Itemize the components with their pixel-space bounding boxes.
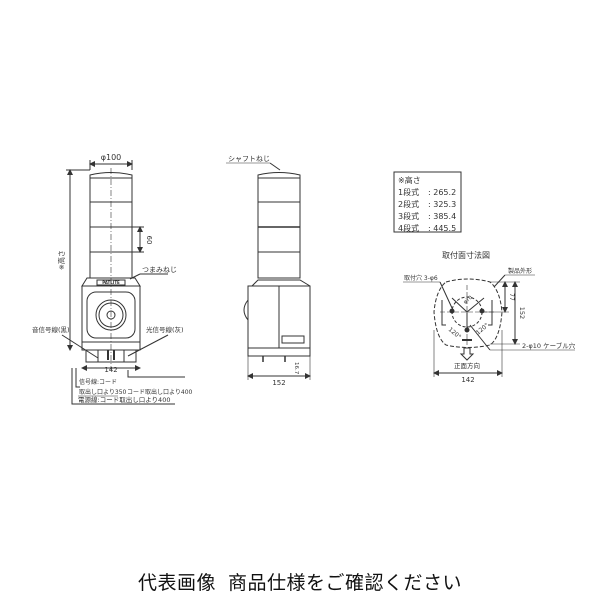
side-tower-body: [257, 177, 301, 279]
sound-wire-leader: [61, 334, 99, 359]
height-table-title: ※高さ: [398, 175, 421, 185]
height-row-4-value: : 445.5: [428, 224, 456, 233]
height-row-2-value: : 325.3: [428, 200, 456, 209]
spoke: [451, 297, 468, 313]
cable-leader: [469, 324, 491, 351]
brand-label: PATLITE: [102, 280, 120, 285]
mount-hole-leader: [439, 281, 453, 309]
height-row-1-tier: 1段式: [398, 187, 419, 197]
mount-view: [403, 274, 575, 377]
height-row-3-value: : 385.4: [428, 212, 456, 221]
cord-label: コード取出し口より400: [127, 388, 193, 396]
front-view: [61, 160, 185, 405]
cord-leader: [127, 370, 185, 378]
cable-hole-label: 2-φ10 ケーブル穴: [522, 341, 576, 350]
speaker-panel: [86, 291, 136, 339]
base-bottom: [85, 349, 137, 363]
front-direction-arrow-icon: [459, 347, 475, 361]
caption-representative-image: 代表画像: [137, 572, 216, 594]
power-cord-leader: [71, 368, 175, 405]
mount-height-label: 152: [518, 307, 526, 319]
knob-screw-label: つまみねじ: [142, 266, 177, 274]
pcd-label: φ70: [462, 295, 473, 306]
front-view-labels: φ100 ※高さ 60 つまみねじ PATLITE 音信号線(黒) 光信号線(灰…: [32, 153, 193, 404]
sound-signal-wire-label: 音信号線(黒): [32, 325, 70, 334]
diameter-label: φ100: [101, 153, 122, 162]
caption-check-specs: 商品仕様をご確認ください: [228, 572, 463, 594]
speaker-middle-ring: [98, 302, 124, 328]
shaft-screw-label: シャフトねじ: [228, 155, 270, 163]
side-view-labels: シャフトねじ 152 16.7: [228, 155, 299, 387]
front-direction-label: 正面方向: [454, 361, 480, 370]
power-wire-label: 電源線:コード取出し口より400: [78, 395, 170, 404]
light-signal-wire-label: 光信号線(灰): [146, 325, 184, 334]
mount-hole: [449, 308, 455, 314]
side-tower-cap: [257, 172, 301, 179]
base-width-label: 142: [104, 366, 117, 374]
outline-label: 製品外形: [508, 267, 532, 275]
height-row-4-tier: 4段式: [398, 223, 419, 233]
left-slot: [441, 300, 446, 326]
right-slot: [488, 300, 493, 326]
offset-label: 16.7: [293, 362, 299, 375]
speaker-center: [106, 310, 116, 320]
depth-label: 152: [272, 379, 285, 387]
height-table-box: [393, 171, 462, 233]
angle-left-label: 120°: [447, 326, 463, 341]
side-label-plate: [281, 335, 305, 344]
mount-hole: [464, 327, 470, 333]
signal-wire-label-line1: 信号線:コード: [79, 378, 117, 386]
mount-width-label: 142: [461, 376, 474, 384]
side-collar: [251, 279, 311, 287]
height-row-3-tier: 3段式: [398, 211, 419, 221]
caption: 代表画像商品仕様をご確認ください: [0, 568, 600, 595]
mount-holes-label: 取付穴 3-φ6: [404, 274, 438, 282]
mount-view-labels: 取付面寸法図 取付穴 3-φ6 製品外形 φ70 120° 120° 77 15…: [404, 250, 576, 384]
height-table: ※高さ 1段式 : 265.2 2段式 : 325.3 3段式 : 385.4 …: [393, 171, 462, 233]
signal-wire-label-line2: 取出し口より350: [79, 388, 127, 396]
height-label: ※高さ: [57, 250, 66, 270]
light-wire-leader: [127, 334, 169, 357]
speaker-outer-ring: [95, 299, 127, 331]
outline-leader: [493, 274, 506, 288]
offset-label: 77: [508, 293, 515, 301]
mount-view-title: 取付面寸法図: [442, 250, 490, 260]
tier-height-label: 60: [145, 236, 153, 245]
shaft-leader: [269, 162, 281, 171]
side-base-foot: [247, 347, 311, 357]
height-row-2-tier: 2段式: [398, 199, 419, 209]
angle-right-label: 120°: [475, 322, 491, 337]
side-view: [226, 162, 311, 380]
side-handle-notch: [243, 299, 249, 321]
mount-hole: [479, 308, 485, 314]
brand-plate: [96, 279, 126, 286]
spoke: [466, 297, 485, 313]
height-row-1-value: : 265.2: [428, 188, 456, 197]
signal-cord-leader: [75, 368, 80, 388]
